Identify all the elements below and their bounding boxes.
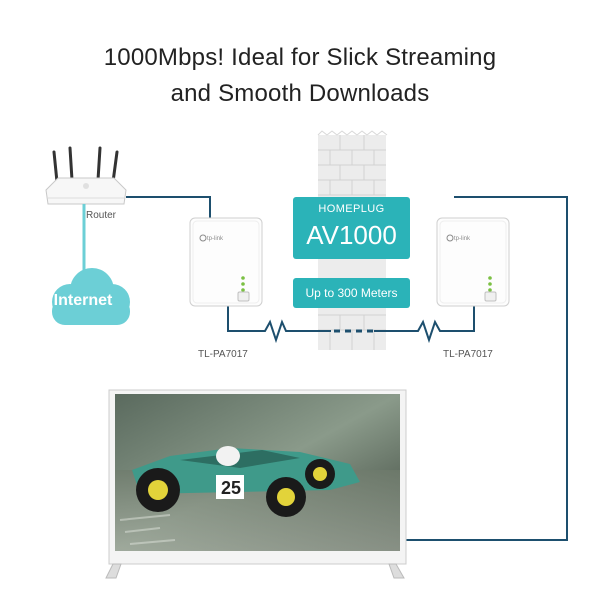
av1000-label: AV1000 — [306, 220, 397, 250]
cloud-icon — [52, 268, 130, 325]
range-badge: Up to 300 Meters — [293, 278, 410, 308]
svg-text:tp-link: tp-link — [454, 236, 471, 242]
adapter-left-label: TL-PA7017 — [198, 349, 248, 360]
headline: 1000Mbps! Ideal for Slick Streaming and … — [0, 40, 600, 112]
svg-text:tp-link: tp-link — [207, 236, 224, 242]
svg-text:25: 25 — [221, 478, 241, 498]
headline-line-2: and Smooth Downloads — [170, 80, 430, 107]
internet-label: Internet — [53, 292, 113, 309]
television-icon: 25 — [105, 389, 407, 579]
router-icon — [45, 146, 127, 205]
powerline-adapter-left-icon: tp-link — [189, 217, 263, 307]
powerline-adapter-right-icon: tp-link — [436, 217, 510, 307]
headline-line-1: 1000Mbps! Ideal for Slick Streaming — [103, 44, 497, 71]
adapter-right-label: TL-PA7017 — [443, 349, 493, 360]
network-cables — [126, 196, 568, 541]
homeplug-badge: HOMEPLUG AV1000 — [293, 197, 410, 259]
race-car-image: 25 — [132, 446, 360, 517]
homeplug-label: HOMEPLUG — [318, 203, 385, 215]
router-label: Router — [86, 210, 117, 221]
